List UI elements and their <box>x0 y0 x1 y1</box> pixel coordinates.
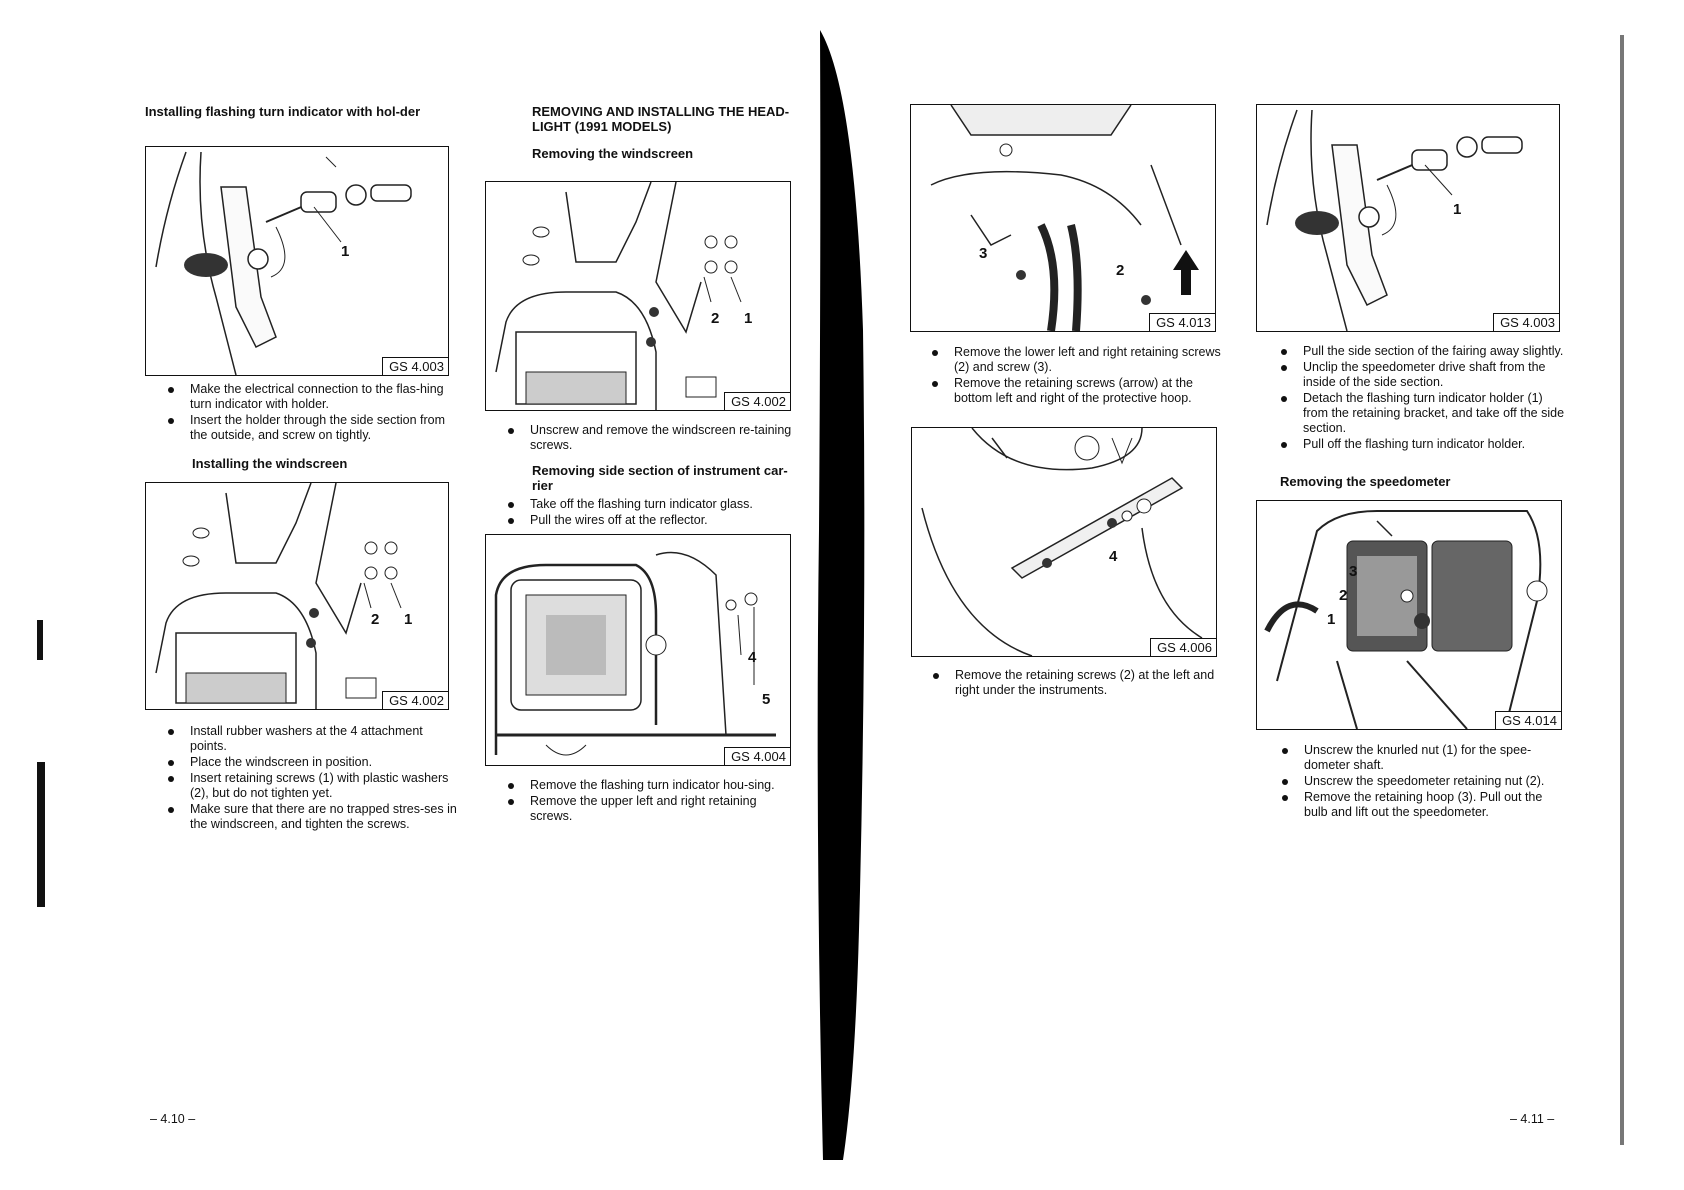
step: Unscrew the knurled nut (1) for the spee… <box>1280 743 1569 773</box>
step: Remove the upper left and right retainin… <box>506 794 800 824</box>
figure-gs4002-right: 2 1 GS 4.002 <box>485 181 791 411</box>
step: Remove the flashing turn indicator hou-s… <box>506 778 800 793</box>
lower-screws-illustration <box>930 105 1199 331</box>
step: Make the electrical connection to the fl… <box>166 382 460 412</box>
left-page: Installing flashing turn indicator with … <box>0 0 820 1190</box>
callout-1: 1 <box>1453 201 1462 218</box>
turn-indicator-holder-illustration <box>1266 109 1523 331</box>
step: Place the windscreen in position. <box>166 755 458 770</box>
callout-1: 1 <box>341 243 350 260</box>
step: Remove the retaining screws (2) at the l… <box>931 668 1225 698</box>
instrument-screws-illustration <box>921 428 1203 656</box>
right-col-2-steps2: Unscrew the knurled nut (1) for the spee… <box>1282 743 1569 821</box>
left-col-2-steps3: Remove the flashing turn indicator hou-s… <box>508 778 800 825</box>
right-page: 3 2 GS 4.013 Remove the lower left and r… <box>880 0 1684 1190</box>
figure-code: GS 4.002 <box>382 691 448 709</box>
callout-3: 3 <box>1349 563 1358 580</box>
callout-2: 2 <box>371 611 380 628</box>
callout-5: 5 <box>762 691 771 708</box>
figure-code: GS 4.002 <box>724 392 790 410</box>
figure-gs4013: 3 2 GS 4.013 <box>910 104 1216 332</box>
step: Detach the flashing turn indicator holde… <box>1279 391 1568 436</box>
left-col-2-steps2: Take off the flashing turn indicator gla… <box>508 497 810 529</box>
step: Pull the side section of the fairing awa… <box>1279 344 1568 359</box>
windscreen-illustration <box>155 483 402 709</box>
heading-removing-speedometer: Removing the speedometer <box>1280 474 1451 489</box>
binding-shadow <box>817 30 865 1160</box>
page-number-left: – 4.10 – <box>150 1112 196 1126</box>
left-col-1-heading2: Installing the windscreen <box>192 456 462 477</box>
windscreen-removal-illustration <box>495 182 742 410</box>
callout-4: 4 <box>1109 548 1118 565</box>
edge-mark <box>1620 35 1624 1145</box>
figure-gs4003-left: 1 GS 4.003 <box>145 146 449 376</box>
edge-mark <box>37 762 45 907</box>
figure-gs4003-right: 1 GS 4.003 <box>1256 104 1560 332</box>
heading-installing-windscreen: Installing the windscreen <box>192 456 348 471</box>
step: Pull the wires off at the reflector. <box>506 513 810 528</box>
left-col-2-heading3: Removing side section of instrument car-… <box>532 463 802 499</box>
left-col-1-steps2: Install rubber washers at the 4 attachme… <box>168 724 458 833</box>
step: Insert retaining screws (1) with plastic… <box>166 771 458 801</box>
left-col-2-headings: REMOVING AND INSTALLING THE HEAD-LIGHT (… <box>532 104 802 167</box>
callout-1: 1 <box>404 611 413 628</box>
callout-2: 2 <box>1339 587 1348 604</box>
heading-installing-flashing-indicator: Installing flashing turn indicator with … <box>145 104 421 119</box>
callout-3: 3 <box>979 245 988 262</box>
heading-removing-installing-headlight: REMOVING AND INSTALLING THE HEAD-LIGHT (… <box>532 104 790 134</box>
figure-code: GS 4.003 <box>382 357 448 375</box>
step: Make sure that there are no trapped stre… <box>166 802 458 832</box>
step: Insert the holder through the side secti… <box>166 413 460 443</box>
callout-1: 1 <box>744 310 753 327</box>
figure-code: GS 4.013 <box>1149 313 1215 331</box>
right-col-2-steps1: Pull the side section of the fairing awa… <box>1281 344 1568 453</box>
right-col-2-heading1: Removing the speedometer <box>1280 474 1550 495</box>
figure-gs4004: 4 5 GS 4.004 <box>485 534 791 766</box>
side-section-illustration <box>494 551 776 756</box>
right-col-1-steps1: Remove the lower left and right retainin… <box>932 345 1224 407</box>
step: Install rubber washers at the 4 attachme… <box>166 724 458 754</box>
figure-gs4006: 4 GS 4.006 <box>911 427 1217 657</box>
edge-mark <box>37 620 43 660</box>
figure-gs4002-left: 2 1 GS 4.002 <box>145 482 449 710</box>
step: Remove the retaining screws (arrow) at t… <box>930 376 1224 406</box>
left-col-1: Installing flashing turn indicator with … <box>145 104 455 125</box>
heading-removing-windscreen: Removing the windscreen <box>532 146 694 161</box>
figure-code: GS 4.014 <box>1495 711 1561 729</box>
step: Unclip the speedometer drive shaft from … <box>1279 360 1568 390</box>
speedometer-illustration <box>1264 510 1548 729</box>
step: Unscrew and remove the windscreen re-tai… <box>506 423 800 453</box>
callout-2: 2 <box>711 310 720 327</box>
step: Remove the retaining hoop (3). Pull out … <box>1280 790 1569 820</box>
right-col-1-steps2: Remove the retaining screws (2) at the l… <box>933 668 1225 699</box>
callout-1: 1 <box>1327 611 1336 628</box>
heading-removing-side-section: Removing side section of instrument car-… <box>532 463 788 493</box>
figure-code: GS 4.006 <box>1150 638 1216 656</box>
step: Remove the lower left and right retainin… <box>930 345 1224 375</box>
left-col-1-steps1: Make the electrical connection to the fl… <box>168 382 460 444</box>
callout-2: 2 <box>1116 262 1125 279</box>
step: Pull off the flashing turn indicator hol… <box>1279 437 1568 452</box>
step: Take off the flashing turn indicator gla… <box>506 497 810 512</box>
callout-4: 4 <box>748 649 757 666</box>
left-col-2-steps1: Unscrew and remove the windscreen re-tai… <box>508 423 800 454</box>
indicator-holder-illustration <box>155 151 412 375</box>
figure-code: GS 4.003 <box>1493 313 1559 331</box>
figure-code: GS 4.004 <box>724 747 790 765</box>
figure-gs4014: 3 2 1 GS 4.014 <box>1256 500 1562 730</box>
step: Unscrew the speedometer retaining nut (2… <box>1280 774 1569 789</box>
page-number-right: – 4.11 – <box>1510 1112 1555 1126</box>
